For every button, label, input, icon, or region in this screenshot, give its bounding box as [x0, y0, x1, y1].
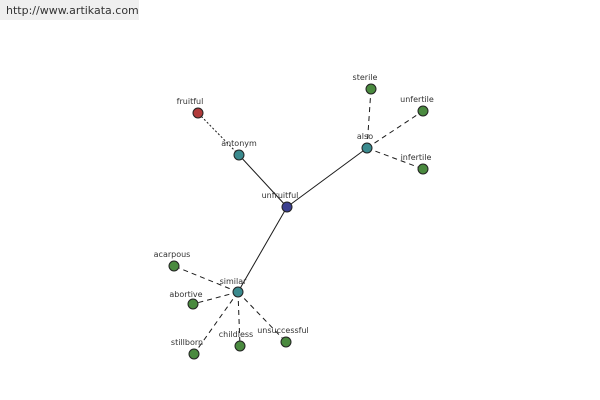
- node-label-sterile[interactable]: sterile: [353, 73, 378, 82]
- node-unfertile[interactable]: unfertile: [400, 95, 434, 117]
- node-stillborn[interactable]: stillborn: [171, 338, 203, 360]
- node-dot-antonym[interactable]: [233, 149, 245, 161]
- node-dot-unsuccessful[interactable]: [280, 336, 292, 348]
- edge-also-unfertile: [366, 110, 424, 149]
- node-similar[interactable]: similar: [220, 277, 248, 298]
- node-dot-similar[interactable]: [232, 286, 244, 298]
- node-dot-unfertile[interactable]: [417, 105, 429, 117]
- edge-unfruitful-also: [286, 147, 368, 208]
- edge-similar-acarpous: [173, 265, 239, 293]
- node-dot-unfruitful[interactable]: [281, 201, 293, 213]
- node-label-unfertile[interactable]: unfertile: [400, 95, 434, 104]
- node-also[interactable]: also: [357, 132, 373, 154]
- node-label-abortive[interactable]: abortive: [169, 290, 202, 299]
- node-dot-childless[interactable]: [234, 340, 246, 352]
- node-dot-abortive[interactable]: [187, 298, 199, 310]
- node-label-infertile[interactable]: infertile: [401, 153, 432, 162]
- graph-nodes: unfruitful antonym also similar fruitful ster…: [154, 73, 434, 360]
- node-acarpous[interactable]: acarpous: [154, 250, 191, 272]
- edge-also-sterile: [366, 88, 372, 149]
- edge-similar-abortive: [192, 291, 239, 305]
- node-label-acarpous[interactable]: acarpous: [154, 250, 191, 259]
- node-label-antonym[interactable]: antonym: [221, 139, 257, 148]
- node-sterile[interactable]: sterile: [353, 73, 378, 95]
- node-dot-sterile[interactable]: [365, 83, 377, 95]
- edge-also-infertile: [366, 147, 424, 170]
- edge-similar-stillborn: [193, 291, 239, 355]
- url-banner: http://www.artikata.com: [0, 0, 139, 20]
- edge-unfruitful-antonym: [238, 154, 288, 208]
- node-dot-stillborn[interactable]: [188, 348, 200, 360]
- node-abortive[interactable]: abortive: [169, 290, 203, 310]
- edge-unfruitful-similar: [237, 206, 288, 293]
- node-label-childless[interactable]: childless: [219, 330, 253, 339]
- node-dot-infertile[interactable]: [417, 163, 429, 175]
- node-dot-acarpous[interactable]: [168, 260, 180, 272]
- node-label-fruitful[interactable]: fruitful: [177, 97, 204, 106]
- node-antonym[interactable]: antonym: [221, 139, 257, 161]
- node-infertile[interactable]: infertile: [401, 153, 432, 175]
- node-unfruitful[interactable]: unfruitful: [262, 191, 299, 213]
- edge-similar-unsuccessful: [237, 291, 287, 343]
- node-dot-also[interactable]: [361, 142, 373, 154]
- node-dot-fruitful[interactable]: [192, 107, 204, 119]
- site-url[interactable]: http://www.artikata.com: [6, 4, 139, 17]
- node-fruitful[interactable]: fruitful: [177, 97, 204, 119]
- node-label-unsuccessful[interactable]: unsuccessful: [257, 326, 309, 335]
- node-label-unfruitful[interactable]: unfruitful: [262, 191, 299, 200]
- node-label-stillborn[interactable]: stillborn: [171, 338, 203, 347]
- graph-edges: [173, 88, 424, 355]
- node-label-similar[interactable]: similar: [220, 277, 248, 286]
- node-childless[interactable]: childless: [219, 330, 253, 352]
- node-unsuccessful[interactable]: unsuccessful: [257, 326, 309, 348]
- edge-similar-childless: [237, 291, 241, 347]
- node-label-also[interactable]: also: [357, 132, 373, 141]
- edge-antonym-fruitful: [197, 112, 240, 156]
